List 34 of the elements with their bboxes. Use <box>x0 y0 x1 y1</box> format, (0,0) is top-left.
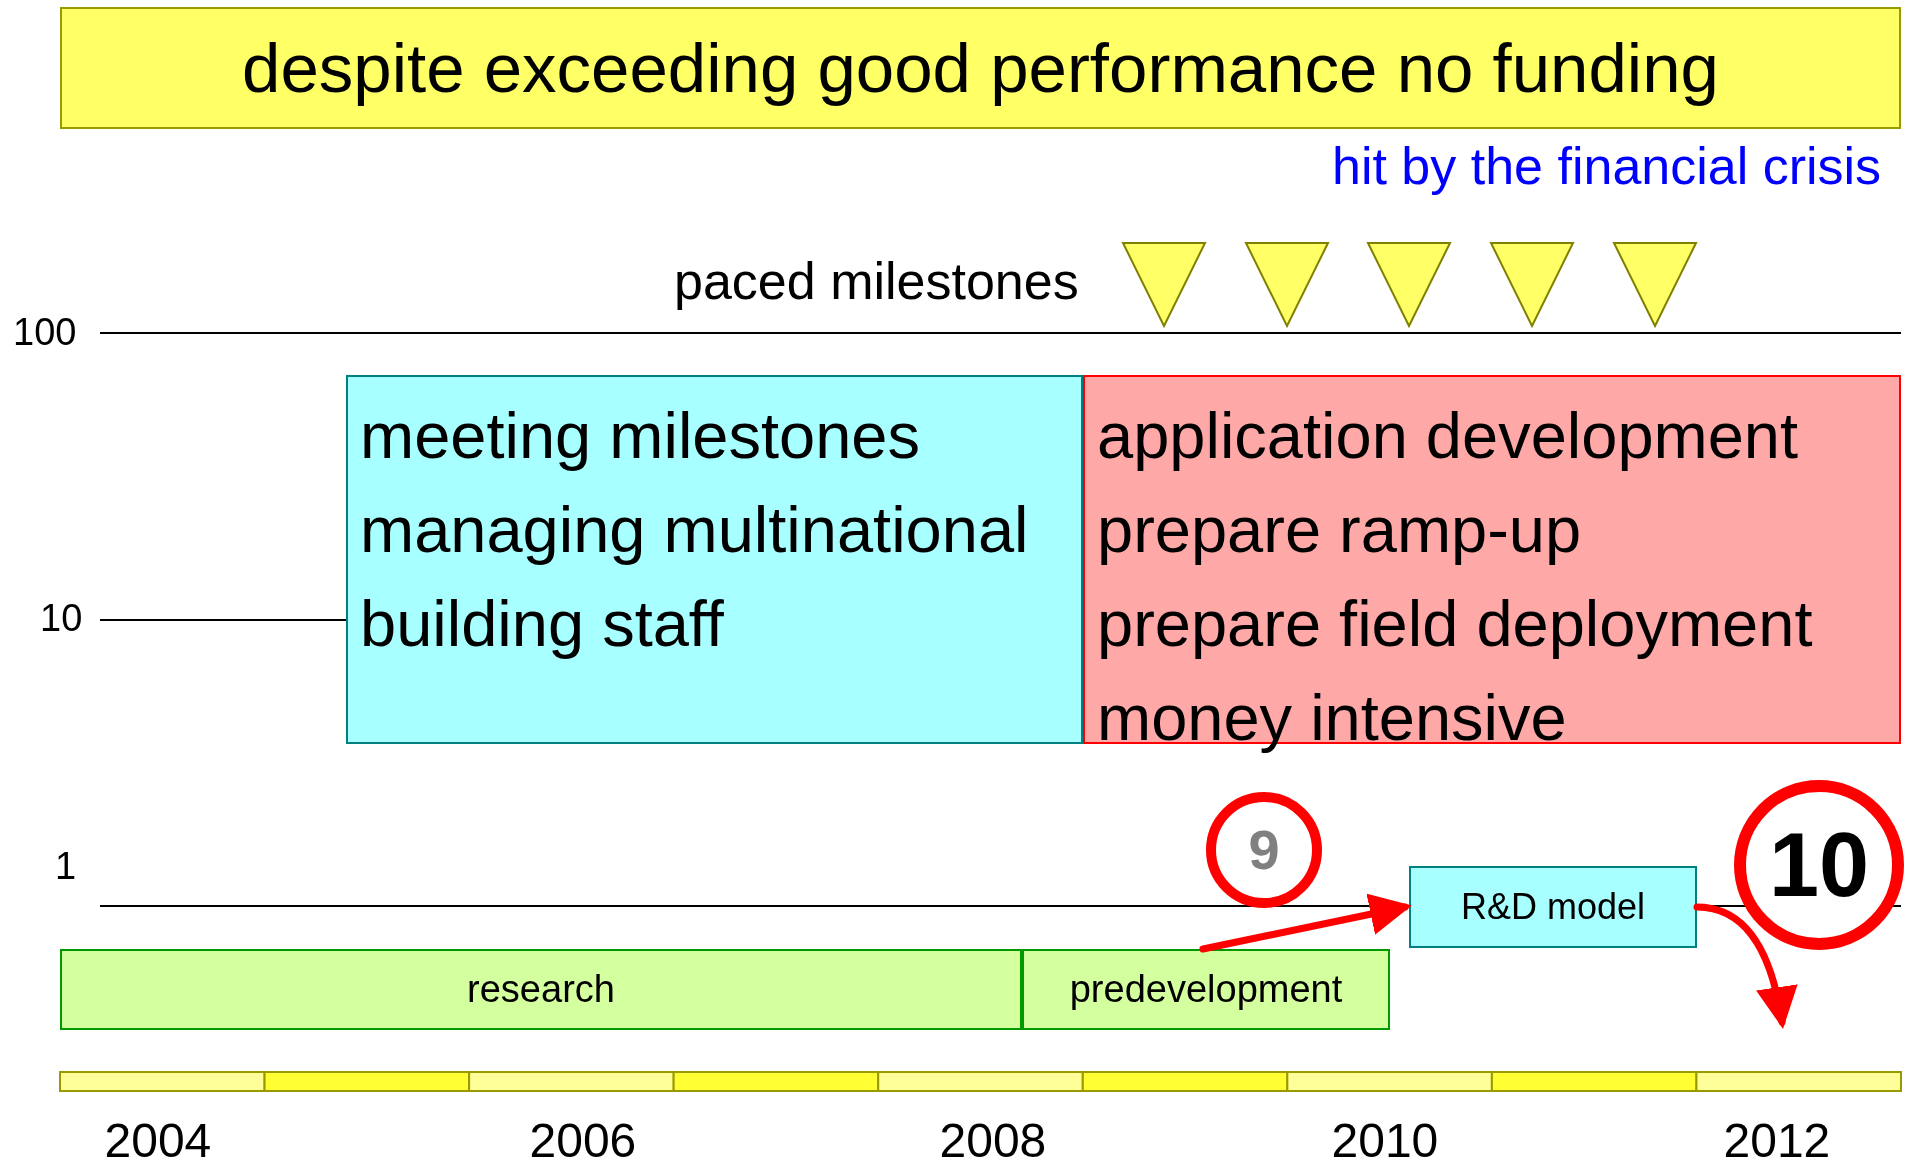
phase-bar <box>1022 949 1390 1030</box>
banner-text: despite exceeding good performance no funding <box>242 28 1719 108</box>
bar-label: predevelopment <box>1069 968 1343 1011</box>
year-label: 2008 <box>939 1115 1047 1166</box>
milestone-triangle <box>1121 242 1207 329</box>
list-item: managing multinational <box>360 492 1029 568</box>
list-item: application development <box>1097 398 1799 474</box>
circle-number: 10 <box>1768 820 1870 910</box>
year-label: 2006 <box>529 1115 637 1166</box>
axis-tick-label: 1 <box>55 846 77 888</box>
list-item: money intensive <box>1097 680 1567 756</box>
year-label: 2004 <box>104 1115 212 1166</box>
year-label: 2010 <box>1331 1115 1439 1166</box>
circle-number: 9 <box>1248 822 1280 878</box>
axis-tick-label: 10 <box>40 598 83 640</box>
list-item: prepare field deployment <box>1097 586 1813 662</box>
axis-tick-label: 100 <box>13 312 77 354</box>
arrow <box>1693 903 1797 1029</box>
phase-bar <box>60 949 1022 1030</box>
list-item: meeting milestones <box>360 398 920 474</box>
box-label: R&D model <box>1460 886 1646 928</box>
milestone-label: paced milestones <box>674 253 1079 311</box>
milestone-triangle <box>1489 242 1575 329</box>
milestone-triangle <box>1612 242 1698 329</box>
list-item: prepare ramp-up <box>1097 492 1582 568</box>
bar-label: research <box>467 968 615 1011</box>
milestone-triangle <box>1366 242 1452 329</box>
year-label: 2012 <box>1723 1115 1831 1166</box>
title-banner <box>60 7 1901 129</box>
list-item: building staff <box>360 586 724 662</box>
milestone-triangle <box>1244 242 1330 329</box>
model-box <box>1409 866 1697 948</box>
phase-box <box>346 375 1083 744</box>
annotation: hit by the financial crisis <box>1332 138 1882 196</box>
